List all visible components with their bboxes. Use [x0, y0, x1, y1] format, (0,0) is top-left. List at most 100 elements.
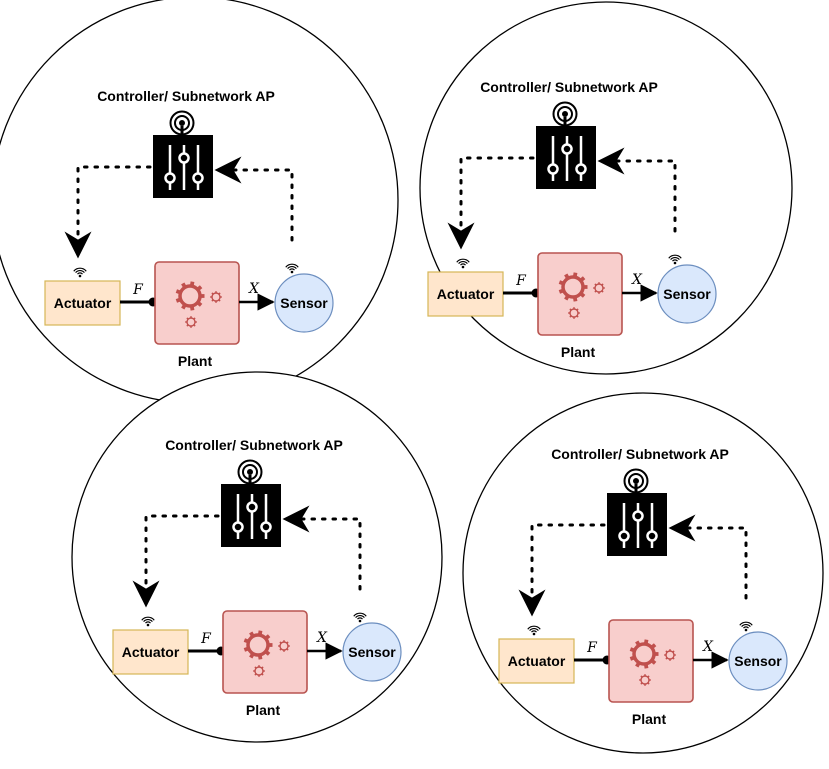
- gear-tooth: [572, 272, 578, 278]
- gear-tooth: [193, 324, 196, 327]
- gear-tooth: [249, 652, 255, 659]
- slider-knob: [260, 521, 272, 533]
- actuator-label: Actuator: [437, 286, 495, 302]
- wifi-arc: [357, 617, 363, 620]
- wifi-arc: [77, 272, 83, 275]
- gear-tooth: [579, 291, 586, 298]
- wifi-arc: [289, 268, 295, 271]
- subnetwork-1: Controller/ Subnetwork APActuatorFPlantX…: [0, 0, 399, 404]
- sensor-circle: [274, 273, 334, 333]
- gear-tooth: [189, 281, 195, 287]
- antenna-signal-icon: [552, 101, 578, 127]
- gear-tooth: [257, 630, 263, 636]
- wifi-arc: [355, 614, 365, 619]
- small-gear-icon: [568, 307, 580, 319]
- gear-tooth: [243, 638, 250, 644]
- gear-tooth: [672, 650, 675, 653]
- gear-tooth: [264, 634, 271, 641]
- gear-tooth: [569, 315, 572, 318]
- wifi-arc: [143, 618, 153, 623]
- antenna-dot: [633, 478, 639, 484]
- actuator-wifi-icon: [456, 258, 470, 269]
- gear-tooth: [249, 631, 255, 638]
- gear-tooth: [196, 285, 203, 292]
- wifi-dot: [146, 623, 150, 627]
- wifi-dot: [461, 265, 465, 269]
- wifi-arc: [460, 263, 466, 266]
- wifi-dot: [358, 619, 362, 623]
- input-signal-label: F: [586, 640, 598, 656]
- wifi-arc: [353, 612, 367, 617]
- downlink-dotted-arrow: [64, 165, 152, 259]
- wifi-arc: [75, 269, 85, 274]
- gear-tooth: [576, 308, 579, 311]
- slider-knob: [178, 152, 190, 164]
- wifi-dot: [673, 261, 677, 265]
- actuator-label: Actuator: [508, 653, 566, 669]
- subnetwork-3: Controller/ Subnetwork APActuatorFPlantX…: [71, 371, 443, 743]
- sliders-icon: [536, 126, 596, 189]
- gear-tooth: [254, 666, 257, 669]
- gear-tooth: [558, 288, 565, 294]
- small-gear-icon: [210, 291, 222, 303]
- sensor-label: Sensor: [734, 653, 782, 669]
- output-signal-label: X: [702, 639, 714, 655]
- controller-label: Controller/ Subnetwork AP: [480, 79, 658, 95]
- small-gear-icon: [593, 282, 605, 294]
- sensor-wifi-icon: [739, 621, 753, 632]
- gear-tooth: [635, 661, 641, 668]
- sensor-wifi-icon: [353, 612, 367, 623]
- small-gear-icon: [278, 640, 290, 652]
- antenna-signal-icon: [169, 110, 195, 136]
- gear-tooth: [647, 682, 650, 685]
- wifi-arc: [741, 623, 751, 628]
- gears-icon: [175, 281, 205, 311]
- wifi-arc: [287, 265, 297, 270]
- gear-tooth: [193, 317, 196, 320]
- actuator-wifi-icon: [73, 267, 87, 278]
- sliders-icon: [153, 135, 213, 198]
- uplink-dotted-arrow: [597, 147, 677, 233]
- wifi-arc: [527, 625, 541, 630]
- gear-tooth: [572, 296, 578, 302]
- controller-label: Controller/ Subnetwork AP: [165, 437, 343, 453]
- actuator-label: Actuator: [122, 644, 180, 660]
- small-gear-icon: [253, 665, 265, 677]
- gear-tooth: [579, 276, 586, 283]
- gear-tooth: [564, 294, 570, 301]
- antenna-dot: [562, 111, 568, 117]
- input-signal-label: F: [132, 282, 144, 298]
- gear-tooth: [665, 657, 668, 660]
- gear-tooth: [261, 666, 264, 669]
- antenna-dot: [179, 120, 185, 126]
- gears-icon: [243, 630, 273, 660]
- plant-label: Plant: [246, 702, 281, 718]
- downlink-dotted-arrow: [447, 156, 535, 250]
- wifi-arc: [739, 621, 753, 626]
- gear-tooth: [257, 654, 263, 660]
- actuator-wifi-icon: [141, 616, 155, 627]
- slider-knob: [232, 521, 244, 533]
- gear-tooth: [558, 280, 565, 286]
- gear-tooth: [650, 658, 657, 665]
- uplink-dotted-arrow: [214, 156, 294, 242]
- antenna-signal-icon: [623, 468, 649, 494]
- gear-tooth: [643, 639, 649, 645]
- actuator-box: [427, 271, 504, 317]
- uplink-dotted-arrow: [668, 514, 748, 600]
- gear-tooth: [211, 299, 214, 302]
- gear-tooth: [601, 283, 604, 286]
- gear-tooth: [286, 648, 289, 651]
- antenna-dot: [247, 469, 253, 475]
- wifi-arc: [670, 256, 680, 261]
- gear-tooth: [629, 655, 636, 661]
- wifi-arc: [141, 616, 155, 621]
- sensor-label: Sensor: [348, 644, 396, 660]
- wifi-arc: [531, 630, 537, 633]
- gear-tooth: [576, 315, 579, 318]
- gear-tooth: [594, 290, 597, 293]
- wifi-arc: [672, 259, 678, 262]
- downlink-dotted-arrow: [132, 514, 220, 608]
- gear-tooth: [254, 673, 257, 676]
- gear-tooth: [218, 299, 221, 302]
